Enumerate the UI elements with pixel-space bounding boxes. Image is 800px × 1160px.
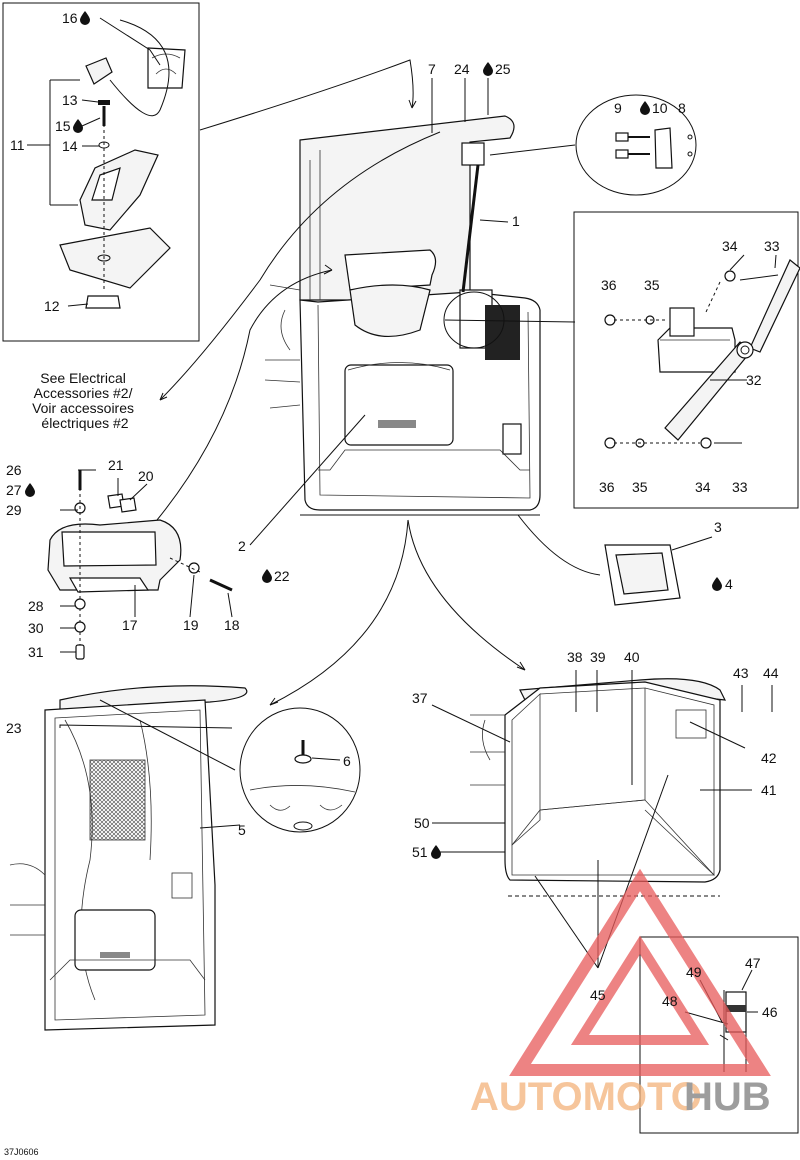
- callout-6: 6: [343, 753, 351, 769]
- handle-trim: [604, 544, 681, 606]
- callout-24: 24: [454, 61, 470, 77]
- callout-48: 48: [662, 993, 678, 1009]
- callout-26: 26: [6, 462, 22, 478]
- hinge-detail: [615, 127, 693, 169]
- callout-29: 29: [6, 502, 22, 518]
- box-insulation: [470, 678, 727, 897]
- drop-icon: [431, 845, 441, 859]
- drop-icon: [25, 483, 35, 497]
- callout-21: 21: [108, 457, 124, 473]
- callout-35-bottom: 35: [632, 479, 648, 495]
- callout-9: 9: [614, 100, 622, 116]
- callout-15: 15: [55, 118, 71, 134]
- callout-34-top: 34: [722, 238, 738, 254]
- callout-44: 44: [763, 665, 779, 681]
- callout-33-bottom: 33: [732, 479, 748, 495]
- engine-outline-main: [264, 284, 301, 409]
- electrical-note-line-1: See Electrical: [40, 370, 126, 386]
- drop-icon: [262, 569, 272, 583]
- callout-23: 23: [6, 720, 22, 736]
- callout-5: 5: [238, 822, 246, 838]
- inset-frame-strut-bracket: [573, 211, 799, 509]
- detail-circle-screw: [239, 707, 361, 833]
- callout-14: 14: [62, 138, 78, 154]
- callout-41: 41: [761, 782, 777, 798]
- callout-43: 43: [733, 665, 749, 681]
- callout-19: 19: [183, 617, 199, 633]
- gas-strut: [461, 142, 485, 293]
- drop-icon: [80, 11, 90, 25]
- callout-39: 39: [590, 649, 606, 665]
- box-with-liner: [9, 685, 248, 1031]
- watermark: AUTOMOTO HUB: [470, 868, 771, 1119]
- callout-37: 37: [412, 690, 428, 706]
- callout-34-bottom: 34: [695, 479, 711, 495]
- callout-12: 12: [44, 298, 60, 314]
- callout-40: 40: [624, 649, 640, 665]
- callout-22: 22: [274, 568, 290, 584]
- callout-2: 2: [238, 538, 246, 554]
- inset-frame-latch: [2, 2, 200, 342]
- callout-20: 20: [138, 468, 154, 484]
- callout-42: 42: [761, 750, 777, 766]
- callout-32: 32: [746, 372, 762, 388]
- electrical-note: See Electrical Accessories #2/ Voir acce…: [32, 370, 138, 431]
- callout-46: 46: [762, 1004, 778, 1020]
- leader-lines: [27, 17, 777, 1025]
- callout-30: 30: [28, 620, 44, 636]
- callout-25: 25: [495, 61, 511, 77]
- callout-47: 47: [745, 955, 761, 971]
- callout-33-top: 33: [764, 238, 780, 254]
- callout-1: 1: [512, 213, 520, 229]
- callout-18: 18: [224, 617, 240, 633]
- electrical-note-line-4: électriques #2: [41, 415, 128, 431]
- drop-icon: [483, 62, 493, 76]
- callout-11: 11: [10, 137, 25, 153]
- electrical-note-line-3: Voir accessoires: [32, 400, 134, 416]
- callout-13: 13: [62, 92, 78, 108]
- callout-labels: 1 2 3 4 5 6 7 8 9 10 11 12 13 14 15 16 1…: [6, 10, 780, 1020]
- callout-50: 50: [414, 815, 430, 831]
- storage-box-main: [299, 115, 541, 516]
- watermark-text-gray: HUB: [684, 1075, 771, 1119]
- callout-31: 31: [28, 644, 44, 660]
- figure-code: 37J0606: [4, 1147, 39, 1157]
- latch-bracket-assembly: [47, 470, 233, 660]
- callout-27: 27: [6, 482, 22, 498]
- callout-36-top: 36: [601, 277, 617, 293]
- callout-38: 38: [567, 649, 583, 665]
- callout-51: 51: [412, 844, 428, 860]
- callout-16: 16: [62, 10, 78, 26]
- callout-36-bottom: 36: [599, 479, 615, 495]
- screw-detail: [249, 740, 356, 831]
- drop-icon: [73, 119, 83, 133]
- watermark-text-orange: AUTOMOTO: [470, 1075, 702, 1119]
- callout-35-top: 35: [644, 277, 660, 293]
- callout-49: 49: [686, 964, 702, 980]
- callout-7: 7: [428, 61, 436, 77]
- callout-3: 3: [714, 519, 722, 535]
- callout-8: 8: [678, 100, 686, 116]
- electrical-note-line-2: Accessories #2/: [34, 385, 133, 401]
- strut-bracket-assembly: [604, 259, 800, 449]
- callout-28: 28: [28, 598, 44, 614]
- latch-assembly: [30, 47, 186, 309]
- callout-45: 45: [590, 987, 606, 1003]
- drop-icon: [712, 577, 722, 591]
- callout-10: 10: [652, 100, 668, 116]
- drop-icon: [640, 101, 650, 115]
- detail-circle-hinge: [575, 94, 697, 196]
- callout-4: 4: [725, 576, 733, 592]
- callout-17: 17: [122, 617, 138, 633]
